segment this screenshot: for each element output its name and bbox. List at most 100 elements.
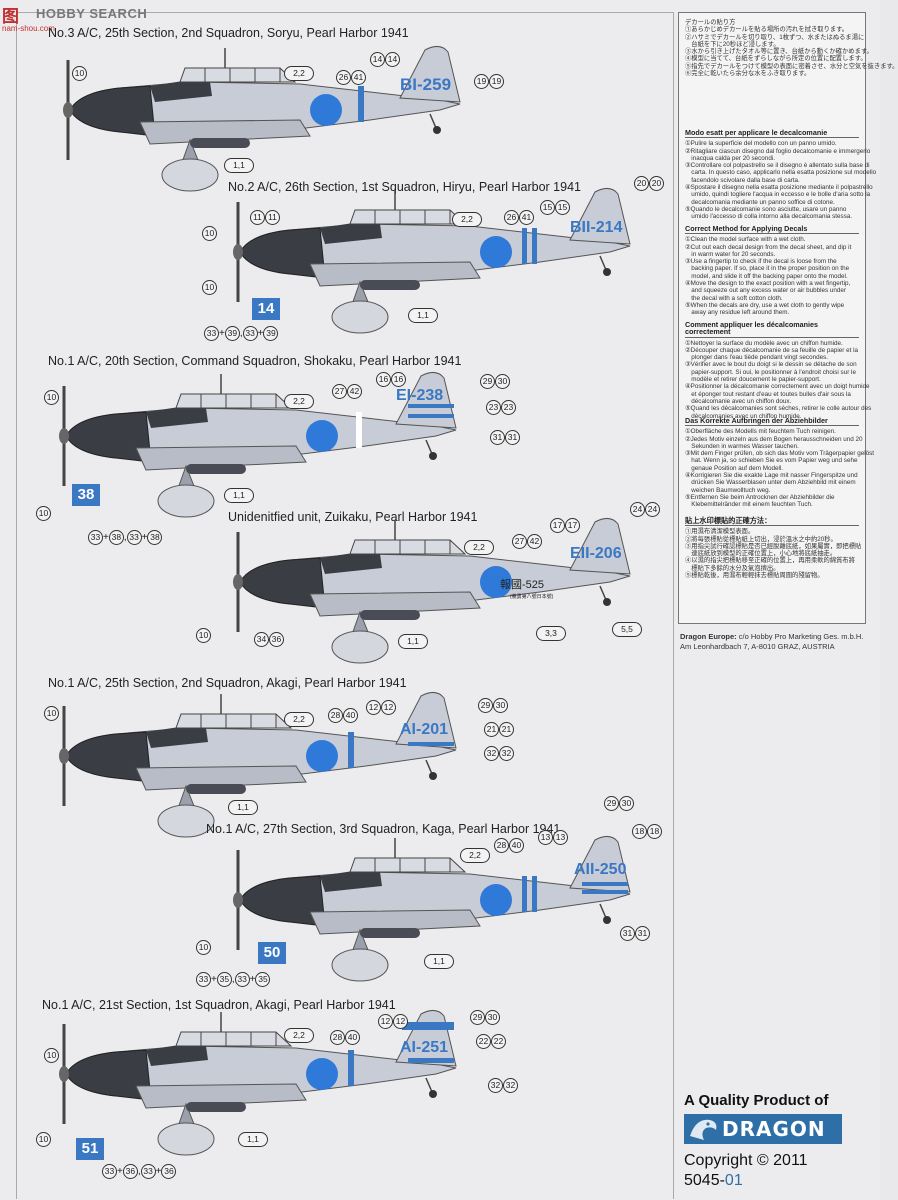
callout: 33+38,33+38 — [88, 530, 163, 545]
callout: 2,2 — [284, 66, 314, 81]
number-box: 38 — [72, 484, 100, 506]
quality-product-text: A Quality Product of — [684, 1092, 829, 1109]
callout: 1,1 — [408, 308, 438, 323]
profile-7-tail-code: AI-251 — [400, 1039, 448, 1056]
callout: 10 — [196, 940, 211, 955]
callout: 10 — [44, 706, 59, 721]
instructions-italian: Modo esatt per applicare le decalcomanie… — [685, 128, 877, 221]
callout: 1,1 — [224, 158, 254, 173]
profile-3-aircraft: EI-238 — [57, 370, 458, 519]
instructions-japanese: デカールの貼り方 ①あらかじめデカールを貼る場所の汚れを拭き取ります。 ②ハサミ… — [685, 19, 898, 78]
instructions-chinese: 貼上水印標貼的正確方法： ①用濕布清潔模型表面。 ②將每張標貼從標貼紙上切出，浸… — [685, 516, 862, 580]
callout: 33+35,33+35 — [196, 972, 271, 987]
dragon-logo-text: DRAGON — [722, 1117, 826, 1141]
profile-6-aircraft: AII-250 — [231, 834, 632, 983]
watermark-mark: 图 — [2, 7, 19, 27]
callout: 1,1 — [424, 954, 454, 969]
callout: 2,2 — [284, 394, 314, 409]
callout: 10 — [44, 390, 59, 405]
profile-3-title: No.1 A/C, 20th Section, Command Squadron… — [48, 354, 462, 368]
profile-4-fuselage-sub: (義勇第八號日本號) — [510, 593, 554, 600]
watermark-brand: HOBBY SEARCH — [36, 6, 148, 21]
callout: 5,5 — [612, 622, 642, 637]
profile-1-tail-code: BI-259 — [400, 75, 451, 94]
profile-4-title: Unidenitfied unit, Zuikaku, Pearl Harbor… — [228, 510, 478, 524]
dragon-emblem-icon — [690, 1119, 717, 1140]
callout: 10 — [36, 506, 51, 521]
callout: 3,3 — [536, 626, 566, 641]
dragon-europe-label: Dragon Europe: — [680, 632, 737, 641]
number-box: 50 — [258, 942, 286, 964]
profile-5-aircraft: AI-201 — [57, 690, 458, 839]
number-box: 51 — [76, 1138, 104, 1160]
callout: 10 — [202, 226, 217, 241]
profiles-frame — [16, 12, 674, 1199]
instructions-german: Das Korrekte Aufbringen der Abziehbilder… — [685, 416, 875, 509]
dragon-europe-address: Dragon Europe: c/o Hobby Pro Marketing G… — [680, 632, 870, 652]
copyright: Copyright © 2011 — [684, 1152, 808, 1169]
profile-6-tail-code: AII-250 — [574, 861, 627, 878]
callout: 10 — [202, 280, 217, 295]
watermark-logo: 图 HOBBY SEARCH nam-shou.com — [2, 2, 172, 33]
profile-3-tail-code: EI-238 — [396, 387, 443, 404]
callout: 2,2 — [284, 1028, 314, 1043]
dragon-logo: DRAGON — [684, 1114, 842, 1144]
profile-2-aircraft: BII-214 — [231, 186, 632, 335]
callout: 10 — [44, 1048, 59, 1063]
callout: 33+39,33+39 — [204, 326, 279, 341]
callout: 33+36,33+36 — [102, 1164, 177, 1179]
instructions-french: Comment appliquer les décalcomanies corr… — [685, 320, 872, 420]
callout: 2,2 — [284, 712, 314, 727]
instructions-english: Correct Method for Applying Decals ①Clea… — [685, 225, 859, 317]
profile-6-title: No.1 A/C, 27th Section, 3rd Squadron, Ka… — [206, 822, 561, 836]
profile-2-title: No.2 A/C, 26th Section, 1st Squadron, Hi… — [228, 180, 581, 194]
profile-4-fuselage-text: 報國-525 — [500, 578, 544, 591]
profile-1-aircraft: BI-259 — [61, 44, 462, 193]
number-box: 14 — [252, 298, 280, 320]
callout: 10 — [36, 1132, 51, 1147]
callout: 10 — [196, 628, 211, 643]
callout: 2,2 — [452, 212, 482, 227]
profile-5-tail-code: AI-201 — [400, 721, 448, 738]
callout: 1,1 — [238, 1132, 268, 1147]
watermark-sub: nam-shou.com — [2, 24, 55, 33]
profile-2-tail-code: BII-214 — [570, 219, 623, 236]
callout: 1,1 — [224, 488, 254, 503]
callout: 10 — [72, 66, 87, 81]
callout: 1,1 — [228, 800, 258, 815]
dragon-europe-line2: Am Leonhardbach 7, A-8010 GRAZ, AUSTRIA — [680, 642, 835, 651]
dragon-europe-line1: c/o Hobby Pro Marketing Ges. m.b.H. — [738, 632, 864, 641]
profile-5-title: No.1 A/C, 25th Section, 2nd Squadron, Ak… — [48, 676, 407, 690]
callout: 2,2 — [464, 540, 494, 555]
callout: 1,1 — [398, 634, 428, 649]
